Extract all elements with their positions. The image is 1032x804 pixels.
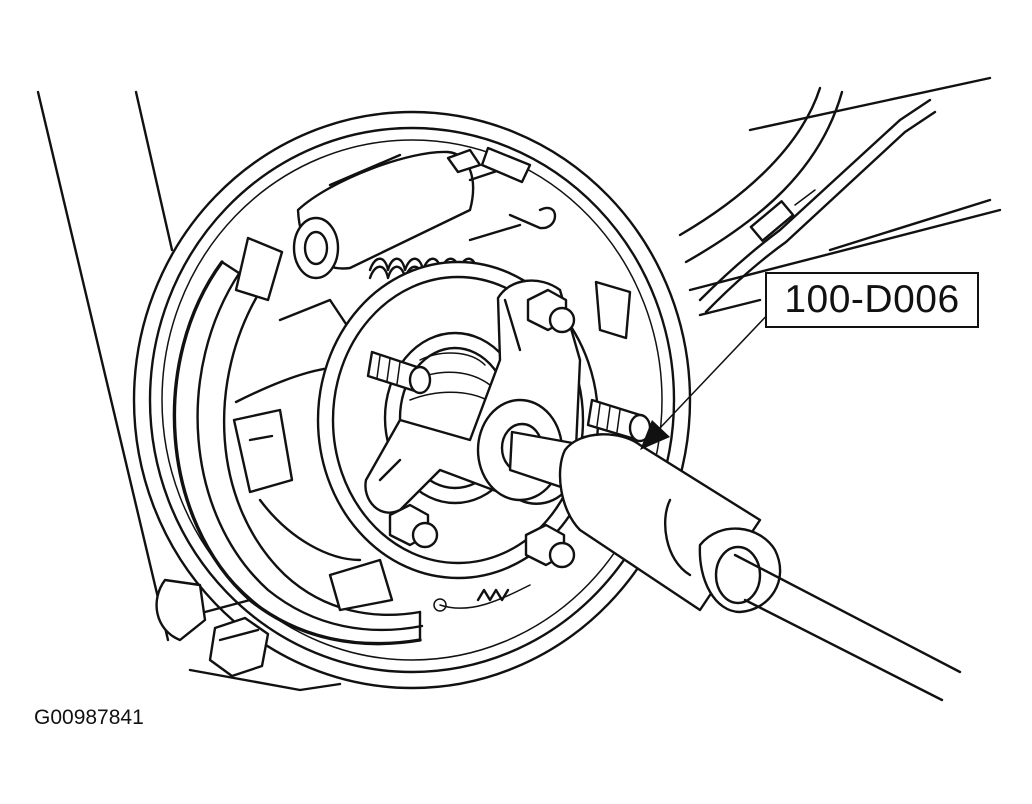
tool-number-callout: 100-D006 [765,272,979,328]
figure-id-label: G00987841 [34,706,144,729]
wheel-cylinder [292,150,502,280]
backing-plate [132,110,692,690]
wheel-studs [366,350,652,443]
adjuster-spring [433,584,531,612]
upper-brackets [234,146,632,340]
lug-nuts [388,288,576,569]
shoe-web [232,298,394,612]
lower-mount-bracket [155,578,342,692]
slide-hammer [508,430,962,702]
callout-leader [640,309,773,450]
brake-shoe [172,260,424,646]
tool-number-label: 100-D006 [784,278,960,321]
brake-line [698,98,937,314]
